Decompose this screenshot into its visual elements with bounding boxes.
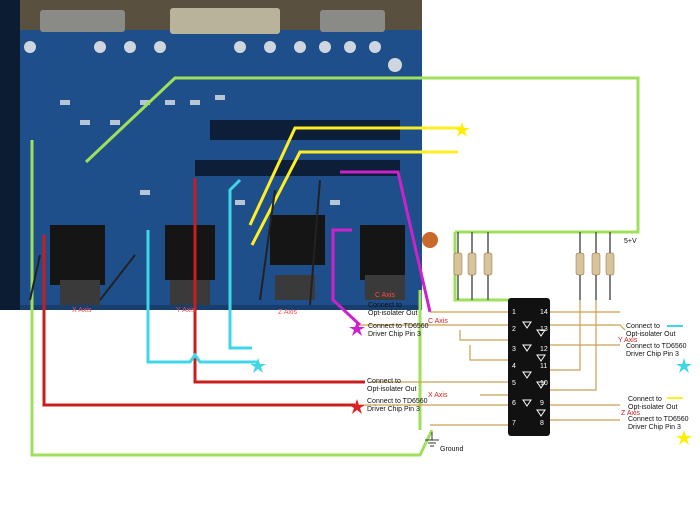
pin-label: 6 <box>512 400 516 407</box>
pin-label: 8 <box>540 420 544 427</box>
star-yellow-right-icon <box>676 430 692 445</box>
resistor-network <box>422 232 615 300</box>
green-wires <box>30 76 640 457</box>
color-dashes <box>667 325 683 399</box>
pin-label: 12 <box>540 346 548 353</box>
y-axis-connect-line3: Connect to TD6560 <box>626 343 687 350</box>
opto-isolator-chip <box>508 298 550 436</box>
pin-label: 1 <box>512 309 516 316</box>
z-axis-connect-line2: Opt-isolater Out <box>628 404 678 411</box>
capacitor <box>422 232 438 248</box>
pcb-y-axis-label: Y Axis <box>176 307 196 314</box>
chip-leads <box>360 300 626 426</box>
c-axis-connect-line4: Driver Chip Pin 3 <box>368 331 421 338</box>
pin-label: 10 <box>540 380 548 387</box>
x-axis-connect-line2: Opt-isolater Out <box>367 386 417 393</box>
z-axis-connect-line4: Driver Chip Pin 3 <box>628 424 681 431</box>
pin-label: 13 <box>540 326 548 333</box>
star-yellow-top-icon <box>454 122 470 137</box>
z-axis-connect-line3: Connect to TD6560 <box>628 416 689 423</box>
pcb-board <box>0 0 422 310</box>
y-axis-axis-label: Y Axis <box>618 337 638 344</box>
pcb-z-axis-label: Z Axis <box>278 309 298 316</box>
c-axis-axis-label: C Axis <box>428 318 448 325</box>
stars <box>250 122 692 445</box>
pin-label: 9 <box>540 400 544 407</box>
y-axis-connect-line4: Driver Chip Pin 3 <box>626 351 679 358</box>
yellow-wires <box>248 126 460 246</box>
star-red-icon <box>349 399 365 414</box>
y-axis-connect-line2: Opt-isolater Out <box>626 331 676 338</box>
pin-label: 3 <box>512 346 516 353</box>
x-axis-connect-line3: Connect to TD6560 <box>367 398 428 405</box>
ground-label: Ground <box>440 446 464 453</box>
cyan-wires <box>146 178 258 364</box>
black-wires <box>29 179 321 306</box>
star-cyan-icon <box>250 358 266 373</box>
x-axis-connect-line4: Driver Chip Pin 3 <box>367 406 420 413</box>
z-axis-connect-line1: Connect to <box>628 396 662 403</box>
pin-label: 14 <box>540 309 548 316</box>
y-axis-connect-line1: Connect to <box>626 323 660 330</box>
x-axis-connect-line1: Connect to <box>367 378 401 385</box>
star-magenta-icon <box>349 321 365 336</box>
z-axis-axis-label: Z Axis <box>621 410 641 417</box>
power-label: 5+V <box>624 238 637 245</box>
pcb-c-axis-label: C Axis <box>375 292 395 299</box>
pin-label: 11 <box>540 363 548 370</box>
x-axis-axis-label: X Axis <box>428 392 448 399</box>
pin-label: 4 <box>512 363 516 370</box>
ground-symbol-icon <box>425 432 439 447</box>
pin-label: 5 <box>512 380 516 387</box>
c-axis-connect-line3: Connect to TD6560 <box>368 323 429 330</box>
c-axis-connect-line1: Connect to <box>368 302 402 309</box>
magenta-wires <box>331 170 432 327</box>
c-axis-connect-line2: Opt-isolater Out <box>368 310 418 317</box>
star-cyan-right-icon <box>676 358 692 373</box>
pin-label: 7 <box>512 420 516 427</box>
pcb-x-axis-label: X Axis <box>72 307 92 314</box>
red-wires <box>42 178 365 407</box>
pin-label: 2 <box>512 326 516 333</box>
